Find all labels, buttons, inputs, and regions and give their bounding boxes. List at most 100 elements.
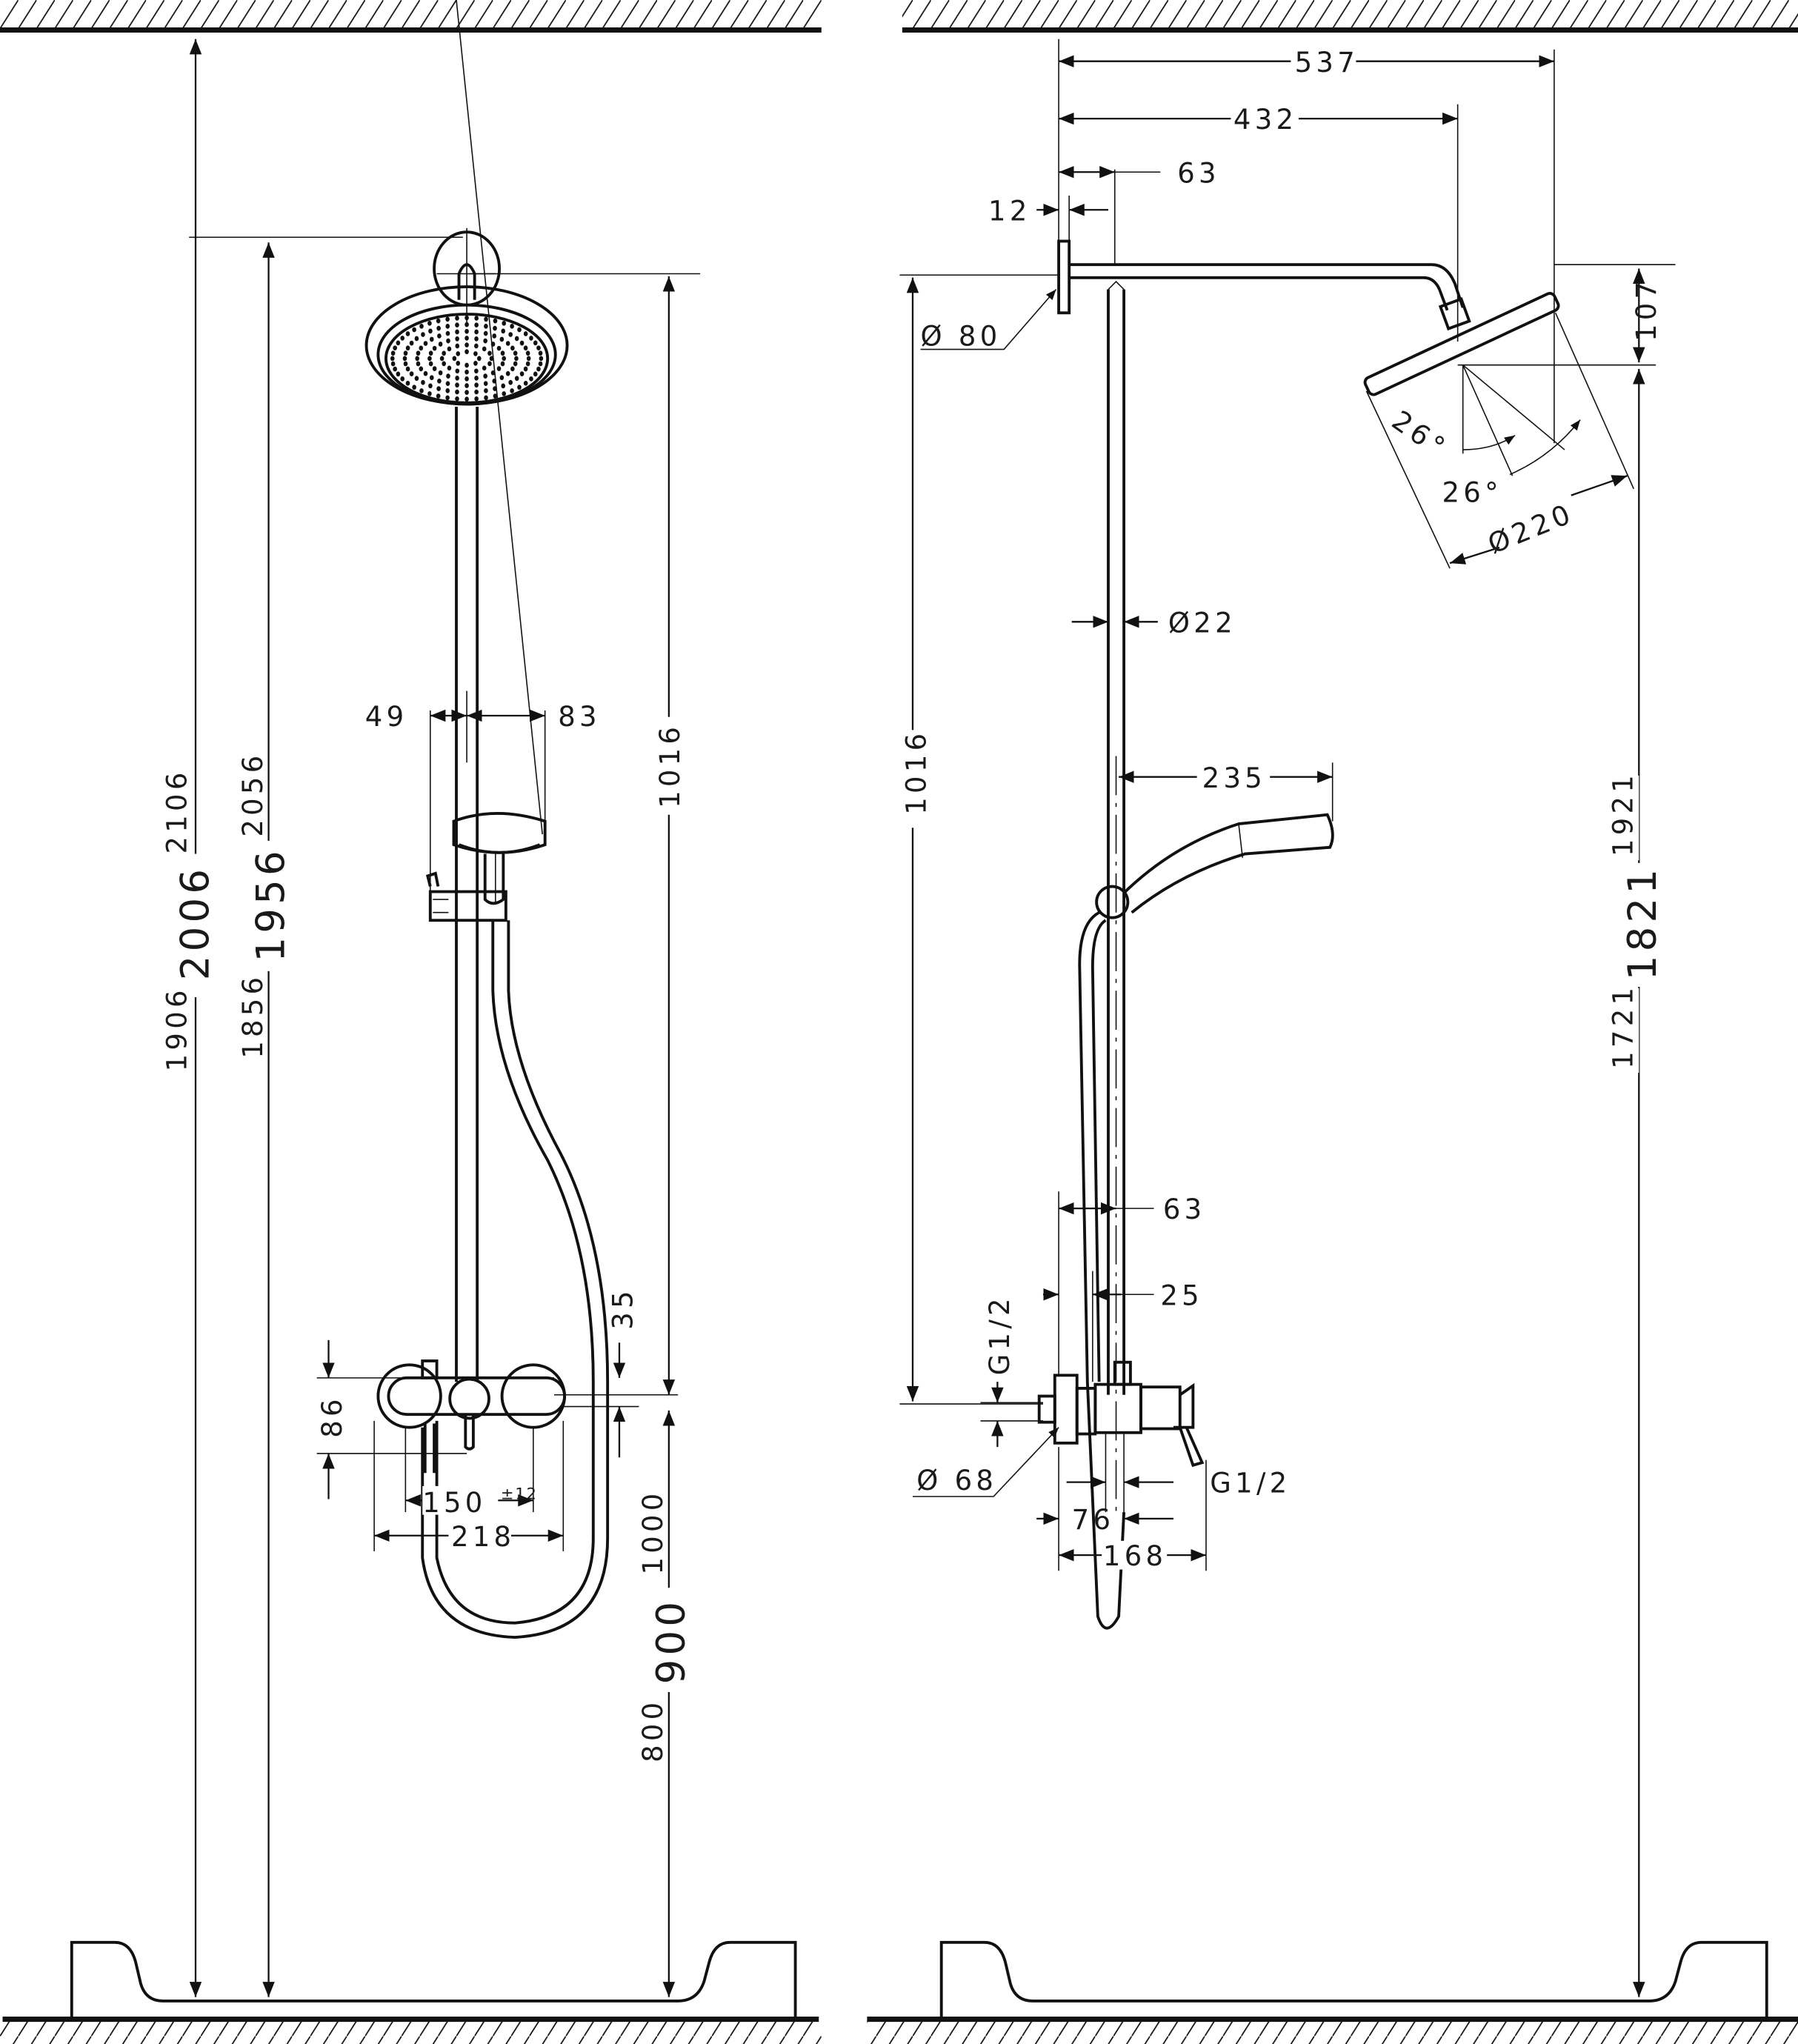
nozzle-dot bbox=[437, 378, 442, 384]
nozzle-dot bbox=[465, 342, 469, 347]
nozzle-dot bbox=[474, 316, 479, 321]
ceiling-left bbox=[0, 0, 822, 33]
nozzle-dot bbox=[456, 361, 461, 366]
nozzle-dot bbox=[445, 330, 450, 336]
label-inlet-spacing: 150 bbox=[422, 1487, 486, 1519]
nozzle-dot bbox=[456, 351, 461, 356]
nozzle-dot bbox=[484, 388, 488, 393]
label-offset-left: 49 bbox=[365, 701, 408, 733]
nozzle-dot bbox=[519, 340, 525, 346]
overhead-shower bbox=[364, 285, 569, 406]
nozzle-dot bbox=[452, 356, 457, 362]
label-mixer-width: 218 bbox=[451, 1521, 515, 1553]
nozzle-dot bbox=[538, 361, 543, 367]
nozzle-dot bbox=[536, 345, 541, 351]
nozzle-dot bbox=[436, 318, 441, 324]
nozzle-dot bbox=[436, 393, 441, 399]
nozzle-dot bbox=[529, 376, 533, 382]
nozzle-dot bbox=[487, 350, 492, 356]
nozzle-dot bbox=[436, 386, 441, 391]
nozzle-dot bbox=[400, 376, 405, 382]
label-head-height-nominal: 1821 bbox=[1620, 865, 1665, 980]
nozzle-dot bbox=[529, 336, 533, 341]
nozzle-dot bbox=[455, 389, 459, 395]
nozzle-dot bbox=[455, 343, 460, 349]
nozzle-dot bbox=[482, 365, 487, 371]
label-hand-shower-reach: 235 bbox=[1202, 762, 1266, 794]
nozzle-dot bbox=[517, 385, 522, 390]
nozzle-dot bbox=[428, 361, 433, 367]
nozzle-dot bbox=[445, 316, 450, 322]
nozzle-dot bbox=[465, 322, 469, 327]
nozzle-dot bbox=[465, 315, 469, 321]
shower-hose bbox=[435, 920, 595, 1625]
floor-right bbox=[867, 1940, 1798, 2044]
nozzle-dot bbox=[499, 375, 505, 381]
nozzle-dot bbox=[455, 382, 459, 388]
side-mixer bbox=[1037, 1360, 1205, 1468]
label-mixer-offset: 35 bbox=[607, 1287, 639, 1330]
nozzle-dot bbox=[510, 388, 514, 393]
nozzle-dot bbox=[438, 370, 443, 376]
nozzle-dot bbox=[437, 333, 442, 339]
hand-shower bbox=[452, 0, 547, 905]
nozzle-dot bbox=[409, 371, 414, 376]
label-mixer-body-height: 86 bbox=[316, 1395, 348, 1438]
nozzle-dot bbox=[465, 328, 469, 334]
nozzle-dot bbox=[502, 320, 507, 326]
nozzle-dot bbox=[427, 320, 432, 326]
nozzle-dot bbox=[442, 361, 446, 367]
label-mixer-height-min: 800 bbox=[637, 1699, 669, 1762]
label-arm-center-projection: 432 bbox=[1233, 104, 1297, 136]
nozzle-dot bbox=[438, 342, 443, 347]
nozzle-dot bbox=[405, 366, 410, 372]
label-mixer-height-nominal: 900 bbox=[649, 1598, 694, 1685]
nozzle-dot bbox=[493, 325, 497, 331]
label-overall-nominal: 2006 bbox=[173, 865, 219, 980]
nozzle-dot bbox=[484, 395, 488, 401]
label-overall-max: 2106 bbox=[162, 768, 193, 853]
nozzle-dot bbox=[474, 382, 479, 388]
side-hand-shower bbox=[1095, 813, 1334, 919]
nozzle-dot bbox=[525, 350, 530, 356]
nozzle-dot bbox=[405, 331, 410, 336]
nozzle-dot bbox=[405, 345, 410, 351]
nozzle-dot bbox=[465, 390, 469, 395]
label-arm-projection: 537 bbox=[1295, 47, 1359, 79]
nozzle-dot bbox=[474, 376, 479, 381]
shower-nozzles bbox=[390, 315, 544, 402]
nozzle-dot bbox=[432, 345, 437, 351]
nozzle-dot bbox=[499, 336, 505, 342]
nozzle-dot bbox=[415, 356, 420, 362]
side-view: 537 432 63 12 Ø 80 1016 107 26° 26° Ø220… bbox=[899, 39, 1676, 1997]
label-rail-diameter: Ø22 bbox=[1168, 607, 1236, 639]
nozzle-dot bbox=[403, 350, 408, 356]
nozzle-dot bbox=[429, 336, 434, 342]
label-flange-thickness: 12 bbox=[988, 195, 1031, 227]
nozzle-dot bbox=[538, 350, 543, 356]
nozzle-dot bbox=[409, 340, 414, 346]
nozzle-dot bbox=[513, 350, 518, 356]
nozzle-dot bbox=[489, 356, 494, 362]
nozzle-dot bbox=[492, 333, 497, 339]
nozzle-dot bbox=[465, 349, 469, 355]
nozzle-dot bbox=[428, 383, 433, 389]
label-mixer-rail-projection: 63 bbox=[1163, 1194, 1206, 1225]
shower-arm bbox=[1069, 263, 1465, 308]
label-outlet-offset: 76 bbox=[1072, 1504, 1115, 1536]
nozzle-dot bbox=[473, 351, 478, 356]
nozzle-dot bbox=[483, 338, 487, 344]
nozzle-dot bbox=[465, 362, 469, 368]
nozzle-dot bbox=[483, 381, 488, 387]
nozzle-dot bbox=[428, 328, 433, 334]
nozzle-dot bbox=[517, 327, 522, 333]
nozzle-dot bbox=[525, 361, 530, 367]
nozzle-dot bbox=[487, 361, 492, 367]
nozzle-dot bbox=[465, 336, 469, 341]
front-view: 2106 2006 1906 2056 1956 1856 1016 1000 … bbox=[162, 0, 701, 1997]
nozzle-dot bbox=[474, 368, 479, 374]
nozzle-dot bbox=[514, 356, 519, 362]
nozzle-dot bbox=[510, 323, 514, 329]
nozzle-dot bbox=[465, 369, 469, 375]
nozzle-dot bbox=[447, 365, 452, 371]
